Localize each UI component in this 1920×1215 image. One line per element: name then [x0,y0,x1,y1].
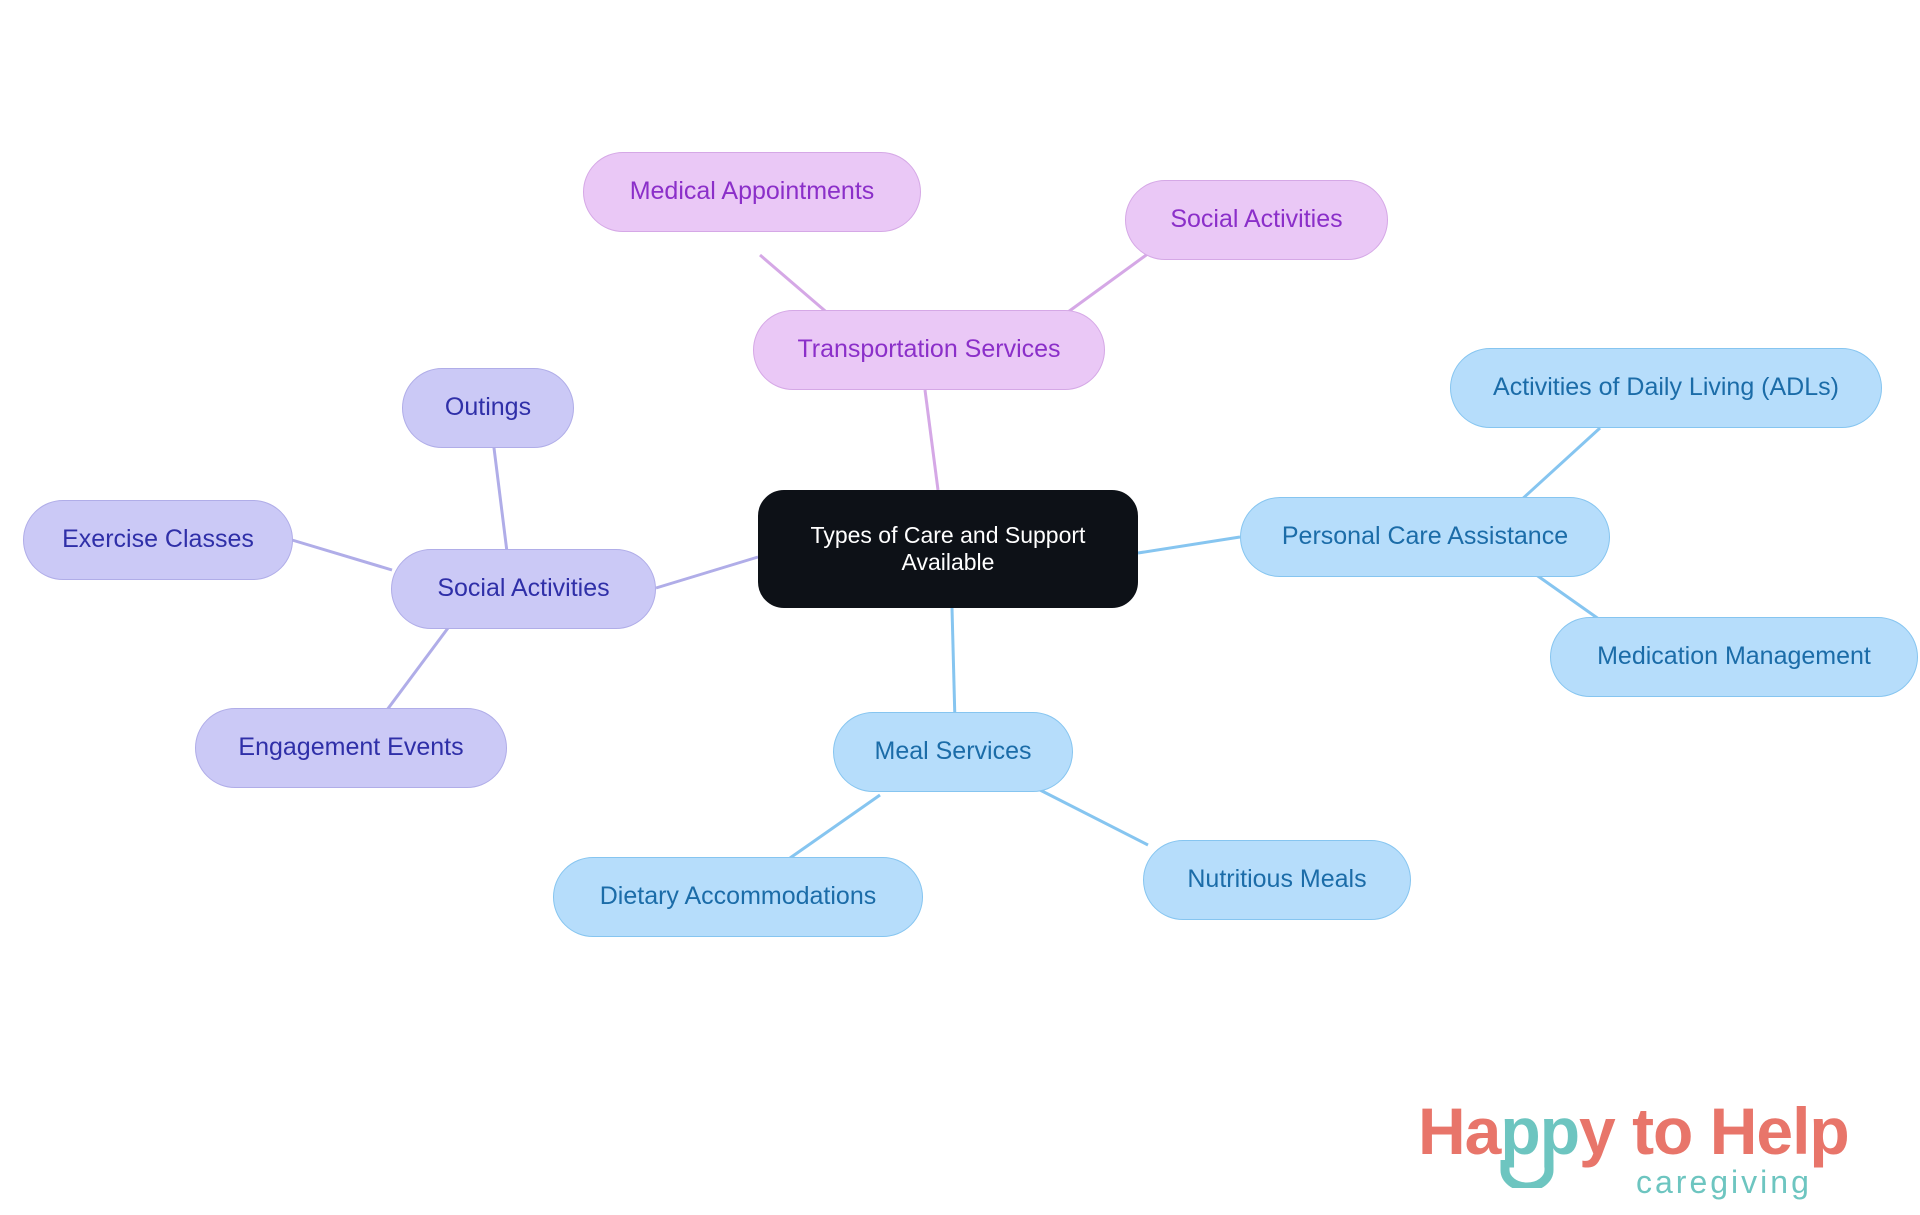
logo-help: Help [1709,1094,1850,1168]
logo-happy-ha: Ha [1418,1094,1501,1168]
logo-happy-y: y [1579,1094,1616,1168]
brand-logo: Happy to Help caregiving [1418,1098,1888,1210]
logo-wordmark: Happy to Help [1418,1098,1850,1164]
node-medication-management-label: Medication Management [1597,642,1871,671]
node-root-label: Types of Care and Support Available [810,521,1086,575]
edge-root-social-activities [655,555,759,590]
node-dietary-accommodations[interactable]: Dietary Accommodations [553,857,923,937]
smile-icon [1500,1160,1554,1188]
logo-to: to [1614,1094,1710,1168]
node-outings-label: Outings [444,393,532,422]
node-meal-services[interactable]: Meal Services [833,712,1073,792]
node-activities-of-daily-living-label: Activities of Daily Living (ADLs) [1493,373,1839,402]
node-engagement-events[interactable]: Engagement Events [195,708,507,788]
edge-root-personal-care [1137,535,1241,555]
node-social-activities[interactable]: Social Activities [391,549,656,629]
edge-meal-nutritious [1039,788,1149,847]
node-medical-appointments[interactable]: Medical Appointments [583,152,921,232]
edge-meal-dietary [789,793,881,860]
node-social-activities-transport-label: Social Activities [1170,205,1343,234]
node-nutritious-meals[interactable]: Nutritious Meals [1143,840,1411,920]
edge-social-exercise [291,538,393,572]
node-outings[interactable]: Outings [402,368,574,448]
node-exercise-classes-label: Exercise Classes [62,525,254,554]
node-nutritious-meals-label: Nutritious Meals [1187,865,1367,894]
logo-happy-pp: pp [1500,1094,1580,1168]
edge-root-transportation [923,389,940,491]
node-dietary-accommodations-label: Dietary Accommodations [599,882,877,911]
logo-tagline: caregiving [1636,1164,1812,1200]
node-engagement-events-label: Engagement Events [238,733,464,762]
node-social-activities-label: Social Activities [437,574,610,603]
node-activities-of-daily-living[interactable]: Activities of Daily Living (ADLs) [1450,348,1882,428]
node-medical-appointments-label: Medical Appointments [629,177,875,206]
node-root[interactable]: Types of Care and Support Available [758,490,1138,608]
node-personal-care-assistance[interactable]: Personal Care Assistance [1240,497,1610,577]
node-exercise-classes[interactable]: Exercise Classes [23,500,293,580]
node-transportation-services[interactable]: Transportation Services [753,310,1105,390]
node-transportation-services-label: Transportation Services [797,335,1061,364]
edge-social-outings [490,431,510,561]
node-social-activities-transport[interactable]: Social Activities [1125,180,1388,260]
edge-root-meal-services [950,607,957,723]
node-meal-services-label: Meal Services [874,737,1032,766]
node-personal-care-assistance-label: Personal Care Assistance [1281,522,1569,551]
node-medication-management[interactable]: Medication Management [1550,617,1918,697]
